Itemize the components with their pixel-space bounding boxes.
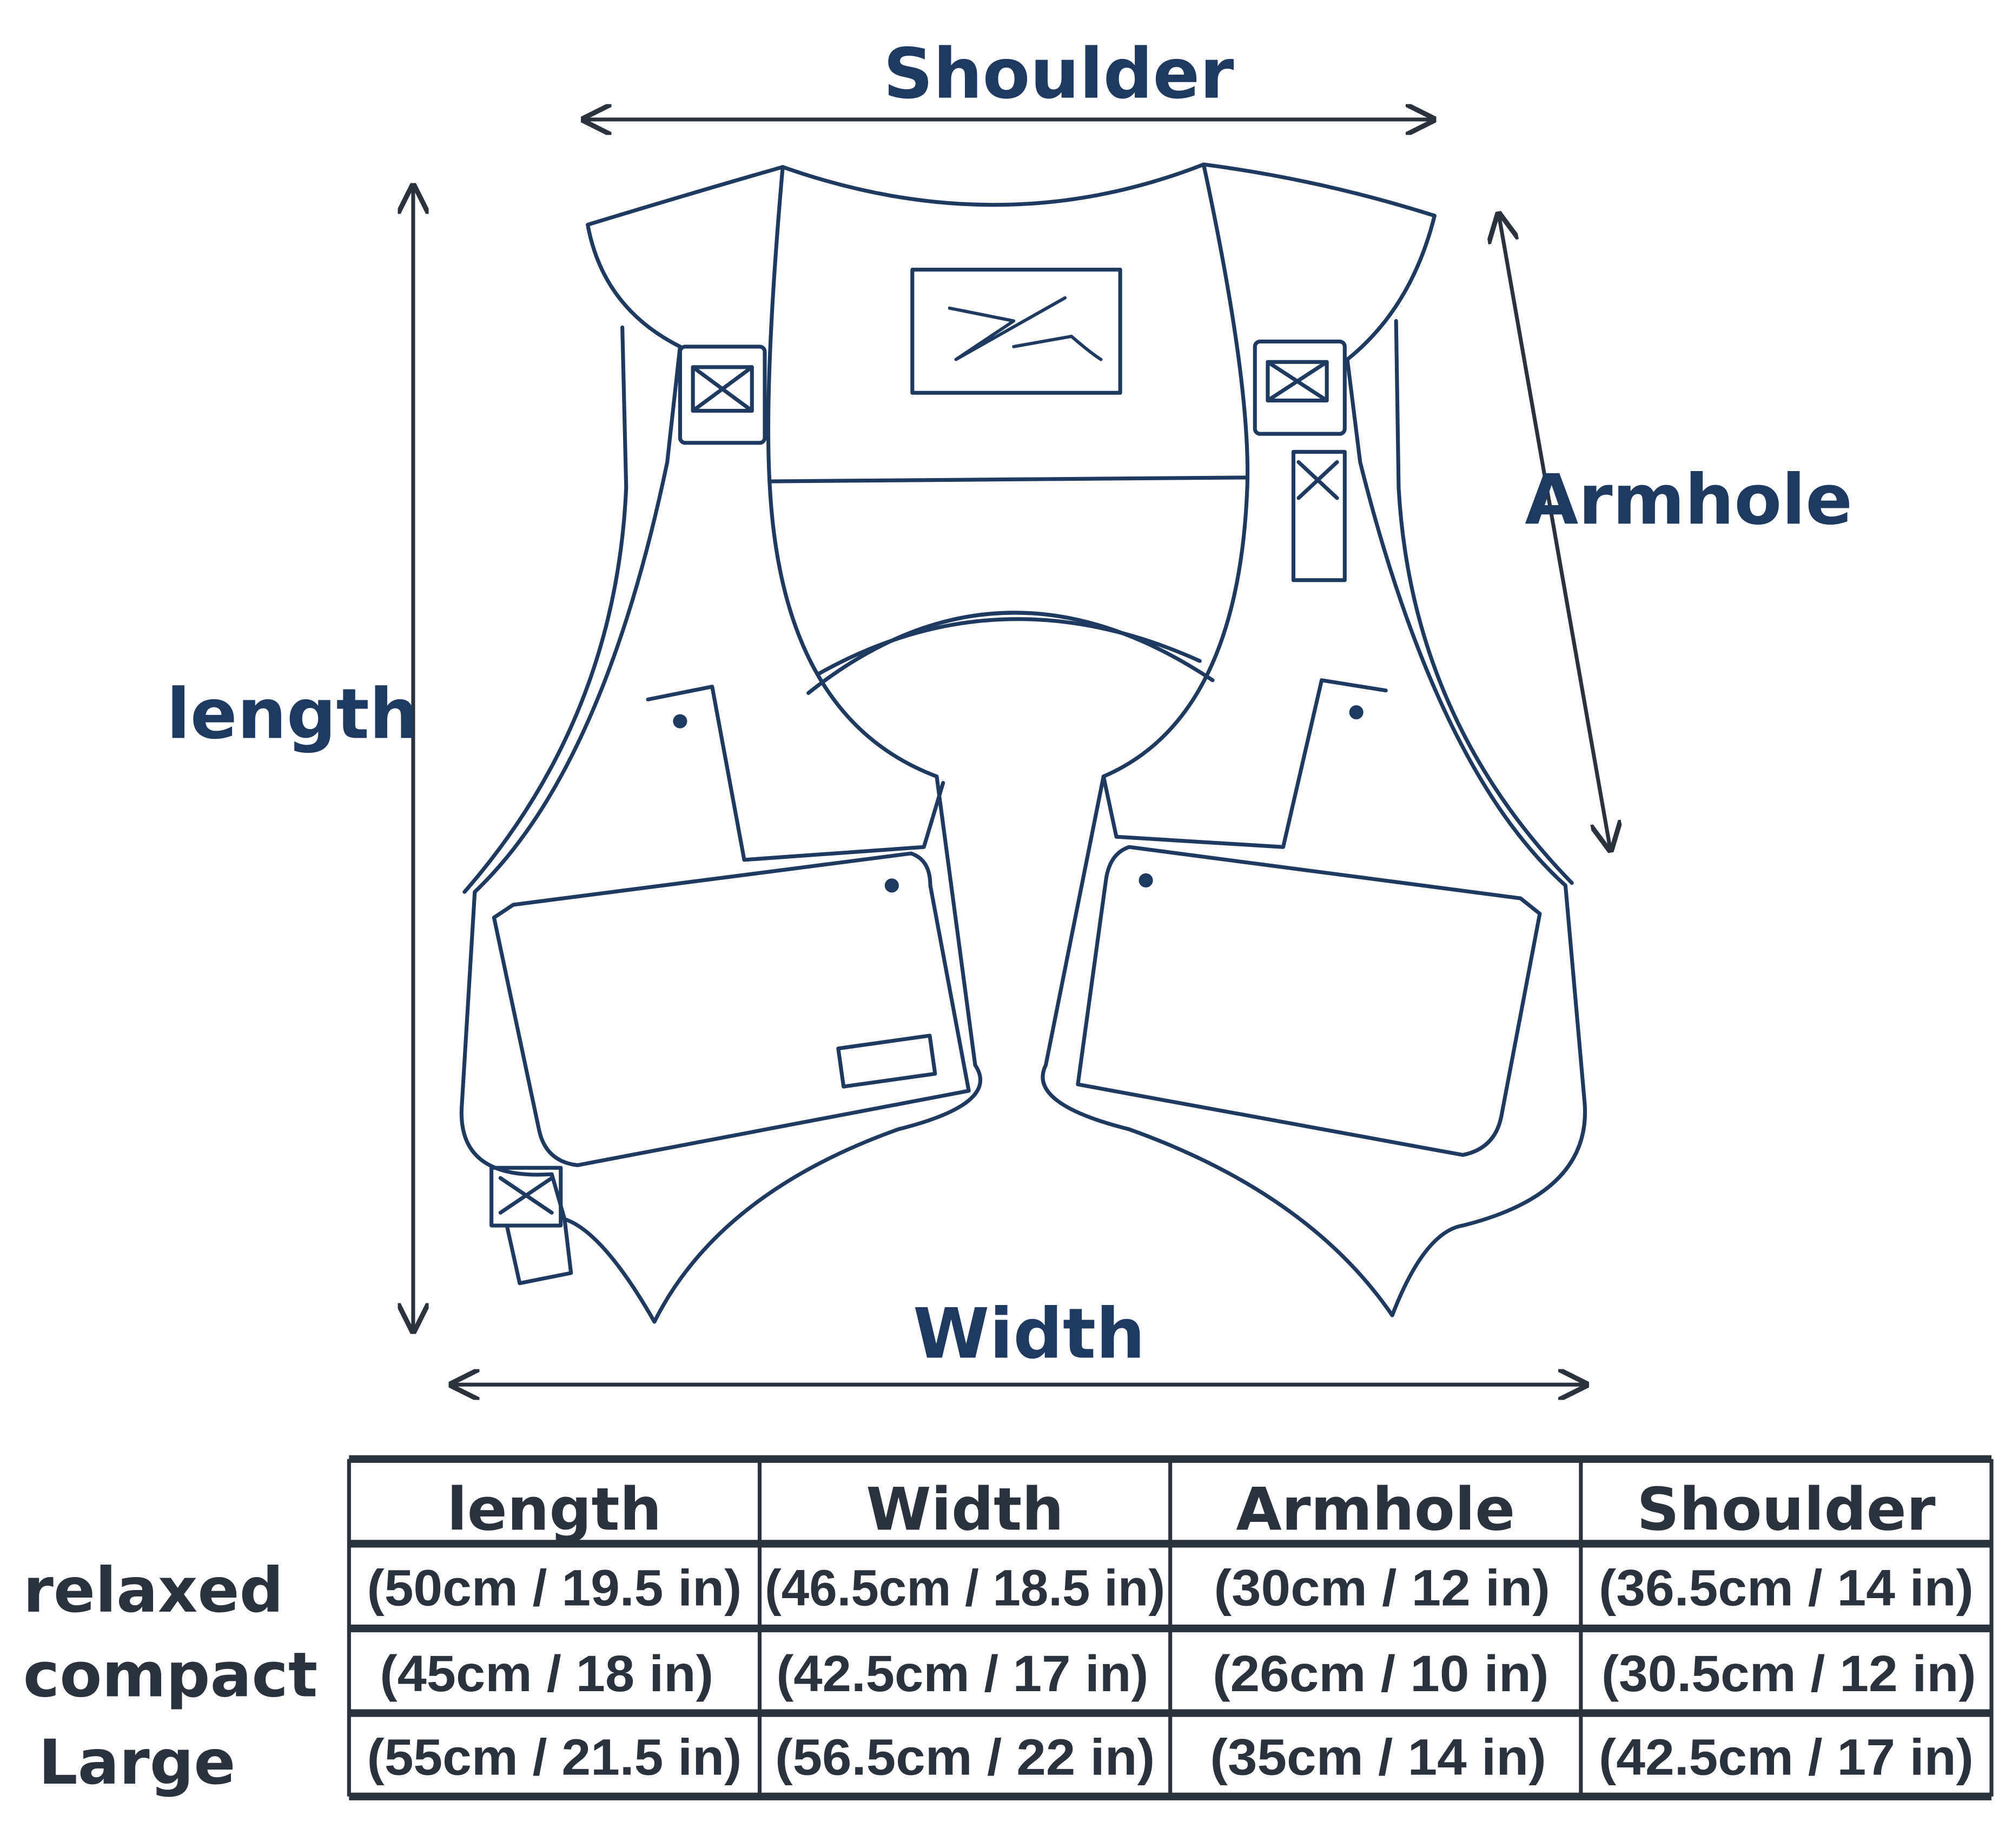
vest-sketch <box>459 162 1587 1324</box>
cell-compact-shoulder: (30.5cm / 12 in) <box>1601 1645 1976 1703</box>
buckle-left <box>678 345 767 445</box>
cell-large-width: (56.5cm / 22 in) <box>775 1728 1155 1786</box>
pocket-upper-left <box>646 685 945 862</box>
armhole-arrow <box>1499 215 1610 850</box>
cell-compact-armhole: (26cm / 10 in) <box>1213 1645 1549 1703</box>
buckle-right <box>1253 339 1347 436</box>
cell-relaxed-length: (50cm / 19.5 in) <box>367 1559 742 1617</box>
width-label: Width <box>913 1294 1145 1374</box>
header-shoulder: Shoulder <box>1637 1475 1935 1544</box>
header-width: Width <box>866 1475 1064 1544</box>
header-length: length <box>447 1475 661 1544</box>
cell-relaxed-shoulder: (36.5cm / 14 in) <box>1599 1559 1974 1617</box>
cell-large-armhole: (35cm / 14 in) <box>1210 1728 1546 1786</box>
cell-relaxed-width: (46.5cm / 18.5 in) <box>765 1559 1165 1617</box>
cell-relaxed-armhole: (30cm / 12 in) <box>1214 1559 1550 1617</box>
cell-compact-width: (42.5cm / 17 in) <box>776 1645 1148 1703</box>
cell-compact-length: (45cm / 18 in) <box>380 1645 713 1703</box>
size-table <box>347 1455 1994 1800</box>
size-label-large: Large <box>38 1726 235 1798</box>
buckle-bottom <box>489 1165 563 1228</box>
size-label-compact: compact <box>23 1639 318 1711</box>
cell-large-shoulder: (42.5cm / 17 in) <box>1599 1728 1974 1786</box>
shoulder-label: Shoulder <box>883 34 1234 115</box>
pocket-lower-right <box>1076 845 1542 1157</box>
pocket-lower-left <box>492 851 971 1168</box>
pocket-upper-right <box>1101 678 1388 849</box>
armhole-label: Armhole <box>1525 460 1852 540</box>
length-label: length <box>167 674 419 754</box>
header-armhole: Armhole <box>1236 1475 1515 1544</box>
back-panel-right <box>1041 162 1587 1317</box>
logo-patch <box>910 267 1122 395</box>
back-panel <box>459 165 983 1324</box>
size-label-relaxed: relaxed <box>23 1554 283 1626</box>
cell-large-length: (55cm / 21.5 in) <box>367 1728 742 1786</box>
